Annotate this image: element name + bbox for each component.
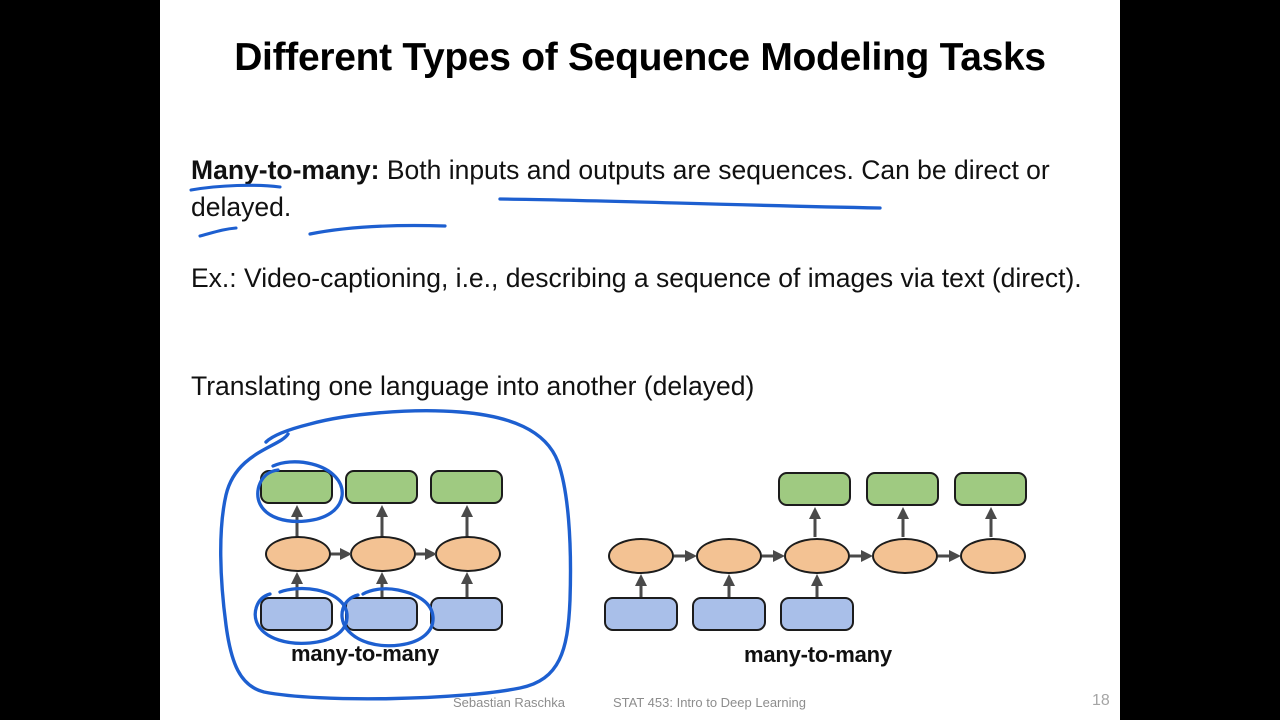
arrow-hidden-recurrent bbox=[938, 548, 961, 564]
input-node bbox=[780, 597, 854, 631]
hidden-node bbox=[350, 536, 416, 572]
hidden-node bbox=[784, 538, 850, 574]
footer-author: Sebastian Raschka bbox=[453, 695, 566, 710]
paragraph-lead-rest: Both inputs and outputs are sequences. C… bbox=[191, 155, 1050, 222]
hidden-node bbox=[435, 536, 501, 572]
output-node bbox=[345, 470, 418, 504]
arrow-input-to-hidden bbox=[459, 572, 475, 600]
arrow-input-to-hidden bbox=[289, 572, 305, 600]
arrow-hidden-recurrent bbox=[850, 548, 873, 564]
slide-canvas: Different Types of Sequence Modeling Tas… bbox=[160, 0, 1120, 720]
output-node bbox=[866, 472, 939, 506]
input-node bbox=[260, 597, 333, 631]
diagram-label-right: many-to-many bbox=[744, 642, 892, 667]
arrow-hidden-to-output bbox=[807, 507, 823, 537]
footer-page-number: 18 bbox=[1092, 692, 1110, 709]
hidden-node bbox=[265, 536, 331, 572]
output-node bbox=[260, 470, 333, 504]
input-node bbox=[345, 597, 418, 631]
output-node bbox=[430, 470, 503, 504]
arrow-input-to-hidden bbox=[374, 572, 390, 600]
arrow-hidden-to-output bbox=[983, 507, 999, 537]
hidden-node bbox=[696, 538, 762, 574]
arrow-hidden-to-output bbox=[459, 505, 475, 537]
hidden-node bbox=[960, 538, 1026, 574]
input-node bbox=[692, 597, 766, 631]
footer-course: STAT 453: Intro to Deep Learning bbox=[613, 695, 806, 710]
letterbox-bar-right bbox=[1120, 0, 1280, 720]
diagram-label-left: many-to-many bbox=[291, 641, 439, 666]
diagram-many-to-many-delayed: many-to-many bbox=[160, 0, 1027, 667]
arrow-hidden-recurrent bbox=[762, 548, 785, 564]
hidden-node bbox=[608, 538, 674, 574]
paragraph-lead-label: Many-to-many: bbox=[191, 155, 380, 185]
letterbox-bar-left bbox=[0, 0, 160, 720]
arrow-hidden-recurrent bbox=[674, 548, 697, 564]
arrow-hidden-to-output bbox=[289, 505, 305, 537]
arrow-hidden-to-output bbox=[895, 507, 911, 537]
output-node bbox=[778, 472, 851, 506]
arrow-hidden-to-output bbox=[374, 505, 390, 537]
arrow-hidden-recurrent bbox=[416, 546, 437, 562]
input-node bbox=[604, 597, 678, 631]
arrow-hidden-recurrent bbox=[331, 546, 352, 562]
hidden-node bbox=[872, 538, 938, 574]
paragraph-example-delayed: Translating one language into another (d… bbox=[191, 371, 755, 401]
page-title: Different Types of Sequence Modeling Tas… bbox=[234, 36, 1046, 79]
output-node bbox=[954, 472, 1027, 506]
input-node bbox=[430, 597, 503, 631]
paragraph-many-to-many: Many-to-many: Both inputs and outputs ar… bbox=[191, 152, 1109, 226]
paragraph-example-direct: Ex.: Video-captioning, i.e., describing … bbox=[191, 263, 1082, 293]
